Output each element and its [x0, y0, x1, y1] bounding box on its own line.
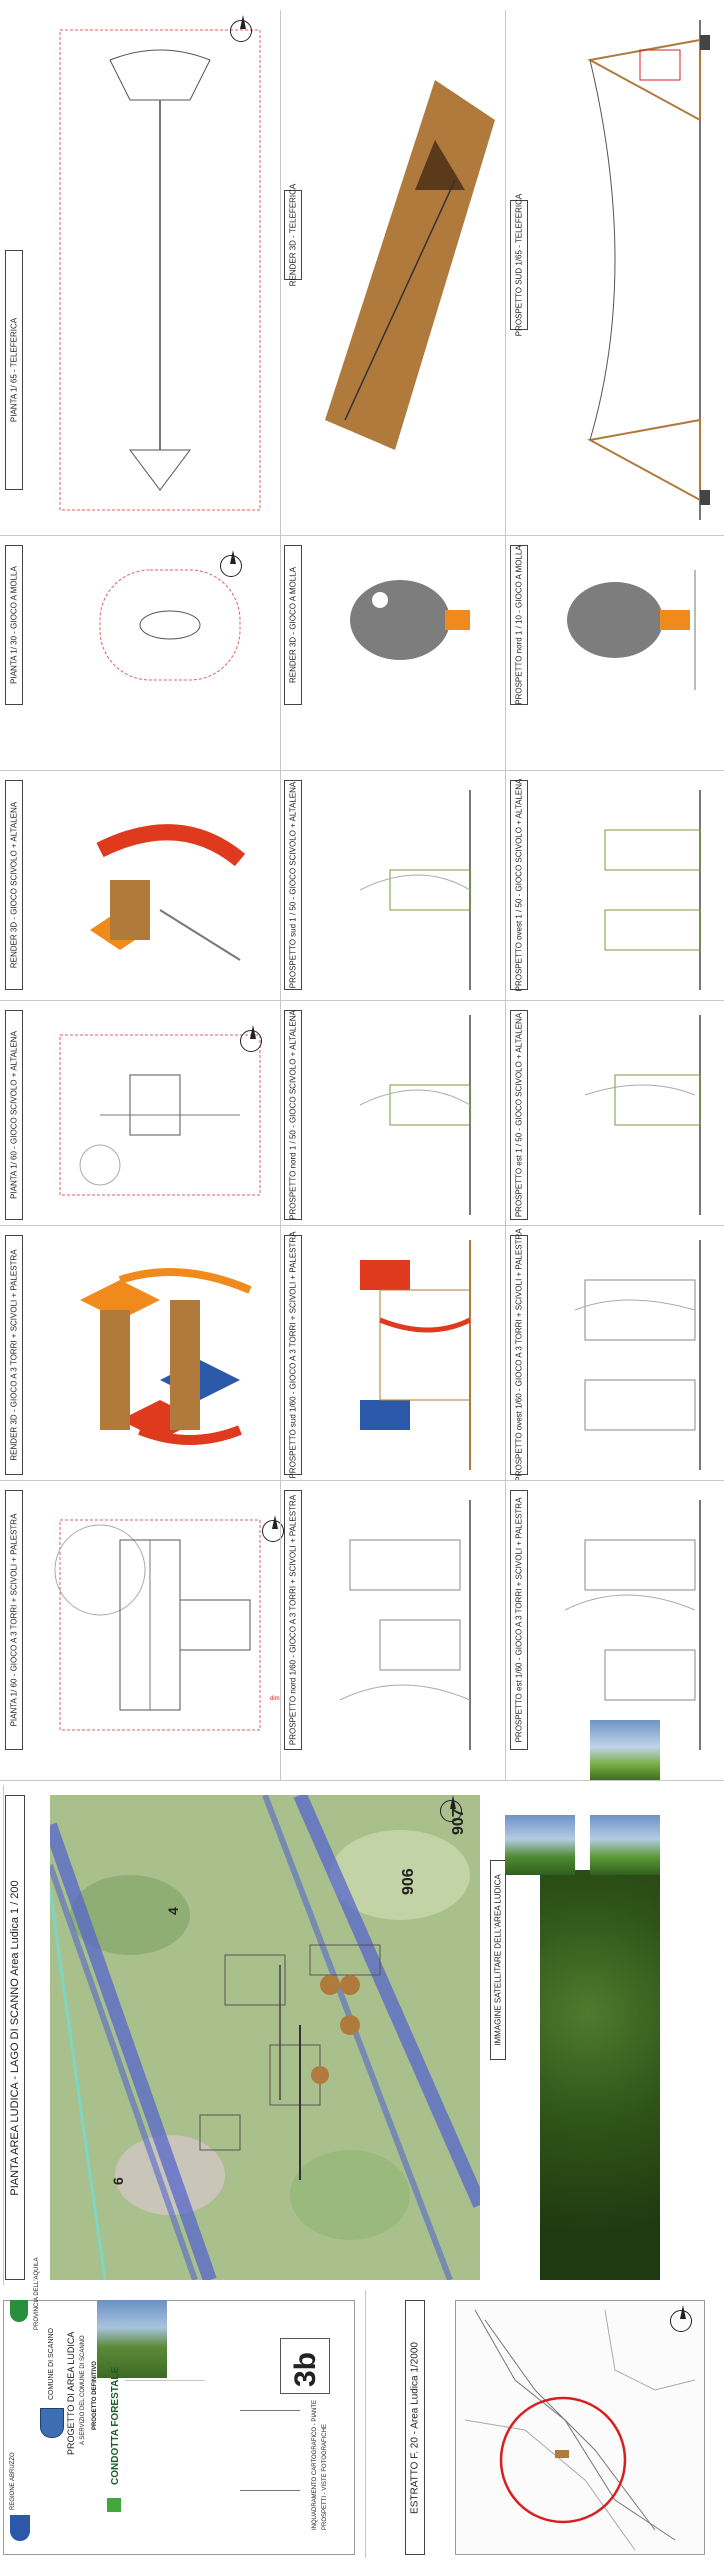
render-towers-label: RENDER 3D - GIOCO A 3 TORRI + SCIVOLI + … [5, 1235, 23, 1475]
plan-spring-label: PIANTA 1/ 30 - GIOCO A MOLLA [5, 545, 23, 705]
title-photo [97, 2300, 167, 2378]
north-towers-elevation [339, 1500, 471, 1750]
north-slide-label: PROSPETTO nord 1 / 50 - GIOCO SCIVOLO + … [284, 1010, 302, 1220]
west-towers-elevation [574, 1240, 701, 1470]
west-slide-label: PROSPETTO ovest 1 / 50 - GIOCO SCIVOLO +… [510, 779, 528, 991]
province-name: PROVINCIA DELL'AQUILA [34, 2257, 40, 2330]
region-logo [10, 2515, 30, 2541]
site-photo-1 [505, 1815, 575, 1875]
render-spring-image [350, 580, 470, 660]
south-slide-label: PROSPETTO sud 1 / 50 - GIOCO SCIVOLO + A… [284, 780, 302, 990]
render-zip-label: RENDER 3D - TELEFERICA [284, 184, 302, 286]
north-arrow-icon [440, 1795, 462, 1822]
est-slide-label: PROSPETTO est 1 / 50 - GIOCO SCIVOLO + A… [510, 1010, 528, 1220]
drawing-title-1: INQUADRAMENTO CARTOGRAFICO - PIANTE [312, 2399, 318, 2530]
plan-towers-drawing: dim. [54, 1519, 282, 1731]
south-towers-label: PROSPETTO sud 1/60 - GIOCO A 3 TORRI + S… [284, 1231, 302, 1479]
extract-map-drawing [464, 2309, 696, 2551]
south-towers-elevation [360, 1240, 472, 1470]
parcel-label-4: 4 [165, 1907, 181, 1915]
extract-map [455, 2300, 705, 2555]
north-towers-label: PROSPETTO nord 1/60 - GIOCO A 3 TORRI + … [284, 1490, 302, 1750]
sheet-number-box: 3b [280, 2338, 330, 2394]
svg-text:dim.: dim. [270, 1696, 282, 1702]
parcel-label-906: 906 [400, 1868, 417, 1895]
region-name: REGIONE ABRUZZO [10, 2452, 16, 2510]
north-arrow-icon [240, 1025, 262, 1052]
north-slide-elevation [359, 1015, 471, 1215]
render-slide-label: RENDER 3D - GIOCO SCIVOLO + ALTALENA [5, 780, 23, 990]
satellite-label: IMMAGINE SATELLITARE DELL'AREA LUDICA [490, 1860, 506, 2060]
est-slide-elevation [584, 1015, 701, 1215]
render-slide-image [90, 824, 246, 961]
municipality-crest [40, 2408, 64, 2438]
north-arrow-icon [670, 2305, 692, 2332]
north-spring-elevation [567, 570, 696, 690]
south-slide-elevation [359, 790, 471, 990]
site-photo-3 [590, 1720, 660, 1780]
sheet-number: 3b [289, 2351, 322, 2387]
province-logo [10, 2300, 28, 2322]
project-title: PROGETTO DI AREA LUDICA [66, 2331, 76, 2455]
area-plan-drawing [50, 1795, 480, 2280]
north-arrow-icon [230, 15, 252, 42]
plan-zip-drawing [59, 29, 261, 511]
area-plan-map: 6 4 906 907 [50, 1795, 480, 2280]
plan-slide-drawing [59, 1034, 261, 1196]
render-towers-image [80, 1268, 252, 1445]
south-zip-label: PROSPETTO SUD 1/65 - TELEFERICA [510, 194, 528, 336]
south-zip-elevation [587, 20, 710, 520]
west-slide-elevation [604, 790, 701, 990]
title-block [3, 2300, 355, 2555]
est-towers-elevation [564, 1500, 701, 1750]
parcel-label-6: 6 [110, 2177, 126, 2185]
plan-zip-label: PIANTA 1/ 65 - TELEFERICA [5, 250, 23, 490]
render-zip-image [325, 80, 495, 450]
municipality-name: COMUNE DI SCANNO [48, 2328, 55, 2400]
west-towers-label: PROSPETTO ovest 1/60 - GIOCO A 3 TORRI +… [510, 1228, 528, 1482]
site-photo-2 [590, 1815, 660, 1875]
plan-slide-label: PIANTA 1/ 60 - GIOCO SCIVOLO + ALTALENA [5, 1010, 23, 1220]
company-name: CONDOTTA FORESTALE [110, 2366, 121, 2485]
satellite-image [540, 1870, 660, 2280]
render-spring-label: RENDER 3D - GIOCO A MOLLA [284, 545, 302, 705]
drawing-title-2: PROSPETTI - VISTE FOTOGRAFICHE [322, 2424, 328, 2530]
plan-spring-drawing [99, 569, 241, 681]
north-spring-label: PROSPETTO nord 1 / 10 - GIOCO A MOLLA [510, 545, 528, 705]
company-logo [107, 2498, 121, 2512]
extract-highlight-circle [499, 2396, 627, 2524]
north-arrow-icon [262, 1515, 284, 1542]
plan-towers-label: PIANTA 1/ 60 - GIOCO A 3 TORRI + SCIVOLI… [5, 1490, 23, 1750]
area-plan-label: PIANTA AREA LUDICA - LAGO DI SCANNO Area… [5, 1795, 25, 2280]
est-towers-label: PROSPETTO est 1/60 - GIOCO A 3 TORRI + S… [510, 1490, 528, 1750]
project-subtitle: A SERVIZIO DEL COMUNE DI SCANNO [80, 2335, 86, 2445]
extract-label: ESTRATTO F. 20 - Area Ludica 1/2000 [405, 2300, 425, 2555]
north-arrow-icon [220, 550, 242, 577]
